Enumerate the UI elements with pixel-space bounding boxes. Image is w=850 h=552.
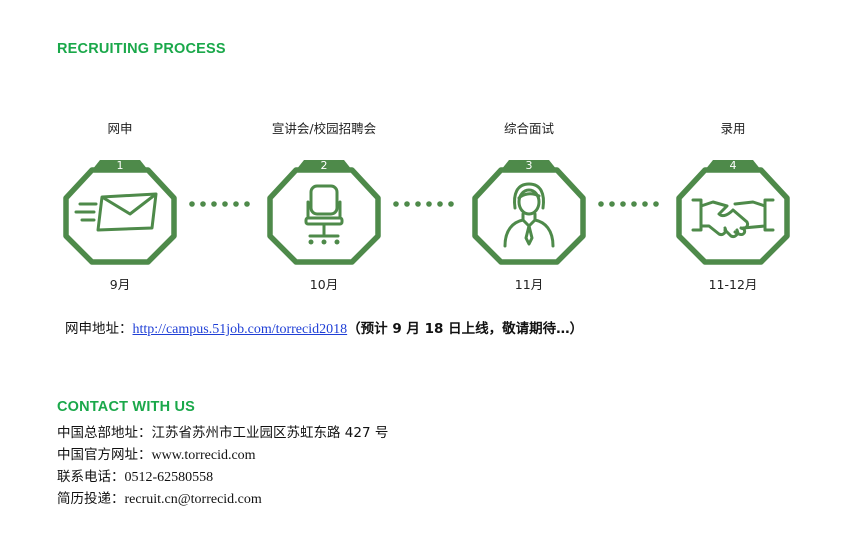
contact-website: 中国官方网址：www.torrecid.com bbox=[57, 443, 256, 464]
step-date: 9月 bbox=[109, 277, 131, 292]
connector-dots bbox=[598, 201, 659, 207]
contact-label: 简历投递： bbox=[57, 491, 125, 507]
contact-label: 联系电话： bbox=[57, 469, 125, 485]
envelope-icon: 1 bbox=[63, 159, 177, 265]
contact-value: 0512-62580558 bbox=[124, 470, 214, 485]
connector-dots bbox=[393, 201, 454, 207]
process-step-3: 综合面试 3 11月 bbox=[459, 116, 599, 296]
contact-title: CONTACT WITH US bbox=[57, 399, 196, 415]
contact-label: 中国总部地址： bbox=[57, 425, 152, 441]
contact-value: 江苏省苏州市工业园区苏虹东路 427 号 bbox=[151, 425, 389, 441]
step-number: 2 bbox=[321, 159, 328, 172]
application-link[interactable]: http://campus.51job.com/torrecid2018 bbox=[132, 322, 348, 337]
recruiting-process-title: RECRUITING PROCESS bbox=[57, 41, 226, 57]
step-number: 4 bbox=[730, 159, 737, 172]
contact-phone: 联系电话：0512-62580558 bbox=[57, 465, 213, 486]
step-label: 宣讲会/校园招聘会 bbox=[271, 121, 377, 136]
contact-email: 简历投递：recruit.cn@torrecid.com bbox=[57, 487, 262, 508]
contact-value[interactable]: recruit.cn@torrecid.com bbox=[124, 492, 262, 507]
launch-note: （预计 9 月 18 日上线，敬请期待…） bbox=[347, 321, 584, 337]
contact-address: 中国总部地址：江苏省苏州市工业园区苏虹东路 427 号 bbox=[57, 421, 388, 441]
step-number: 1 bbox=[117, 159, 124, 172]
process-step-2: 宣讲会/校园招聘会 2 10月 bbox=[254, 116, 394, 296]
step-date: 10月 bbox=[309, 277, 339, 292]
application-url-line: 网申地址：http://campus.51job.com/torrecid201… bbox=[65, 317, 583, 338]
step-number: 3 bbox=[526, 159, 533, 172]
step-label: 综合面试 bbox=[503, 121, 554, 136]
step-label: 网申 bbox=[107, 121, 133, 136]
office-chair-icon: 2 bbox=[267, 159, 381, 265]
contact-label: 中国官方网址： bbox=[57, 447, 152, 463]
url-label: 网申地址： bbox=[65, 321, 133, 337]
interviewer-icon: 3 bbox=[472, 159, 586, 265]
step-label: 录用 bbox=[720, 121, 746, 136]
process-step-4: 录用 4 11-12月 bbox=[663, 116, 803, 296]
step-date: 11-12月 bbox=[708, 277, 758, 292]
contact-value[interactable]: www.torrecid.com bbox=[151, 448, 256, 463]
step-date: 11月 bbox=[514, 277, 544, 292]
connector-dots bbox=[189, 201, 250, 207]
process-step-1: 网申 1 9月 bbox=[50, 116, 190, 296]
handshake-icon: 4 bbox=[676, 159, 790, 265]
